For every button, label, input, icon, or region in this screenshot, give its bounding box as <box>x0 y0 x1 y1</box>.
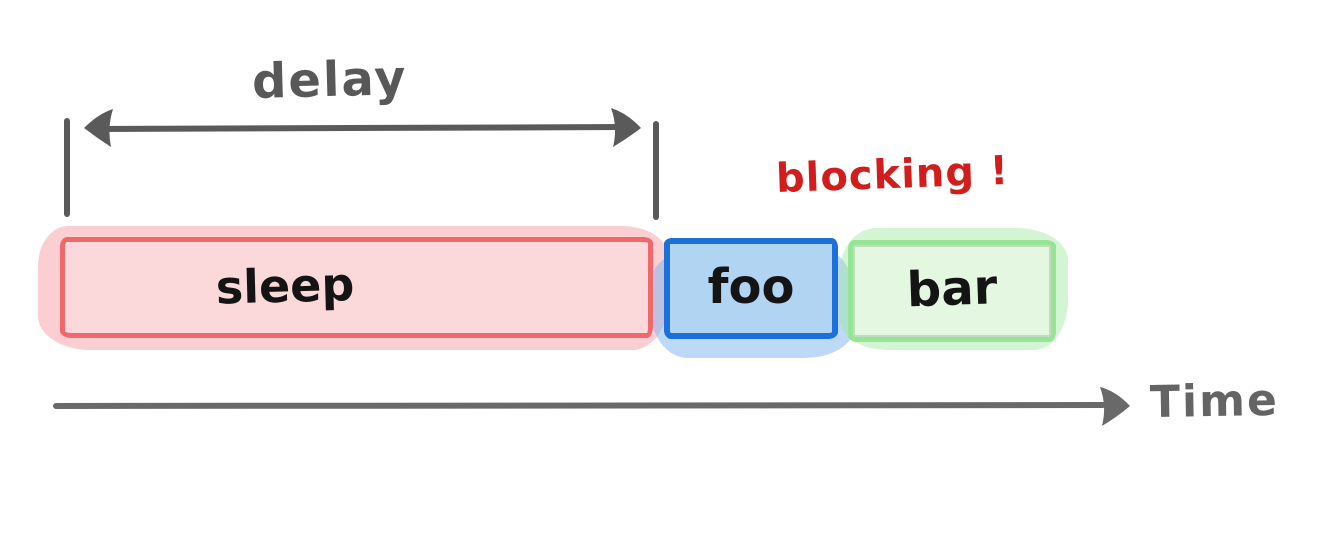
blocking-label: blocking ! <box>775 147 1010 203</box>
task-box-foo: foo <box>664 238 838 339</box>
delay-arrow <box>84 108 641 147</box>
task-label-foo: foo <box>707 258 795 315</box>
task-box-sleep: sleep <box>60 237 653 338</box>
time-axis-arrow <box>53 387 1130 426</box>
delay-arrowhead-right <box>611 108 641 147</box>
task-box-bar: bar <box>848 240 1056 342</box>
delay-label: delay <box>251 49 409 111</box>
task-label-bar: bar <box>905 259 999 319</box>
time-axis-label: Time <box>1149 374 1280 429</box>
delay-arrowhead-left <box>84 109 113 147</box>
task-label-sleep: sleep <box>215 256 355 315</box>
time-arrowhead <box>1100 387 1130 426</box>
